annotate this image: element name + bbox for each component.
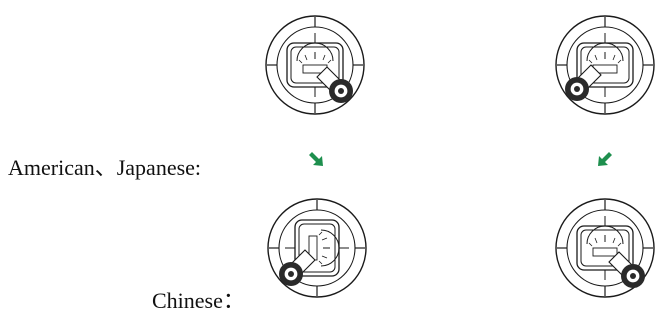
dial-body [556,16,654,114]
dial-chinese-tilted-drawing [265,196,369,300]
dial-american-upright-drawing [263,13,367,117]
arrow-down-right-icon [307,150,327,170]
chinese-label: Chinese： [152,290,245,312]
dial-japanese-result-drawing [553,196,657,300]
dial-japanese-upright [553,13,657,117]
arrow-down-left-icon [594,150,614,170]
dial-body [556,199,654,297]
american-japanese-label: American、Japanese: [8,157,201,179]
dial-japanese-upright-drawing [553,13,657,117]
dial-japanese-result [553,196,657,300]
dial-american-upright [263,13,367,117]
dial-body [266,16,364,114]
dial-chinese-tilted [265,196,369,300]
dial-body [268,199,366,297]
